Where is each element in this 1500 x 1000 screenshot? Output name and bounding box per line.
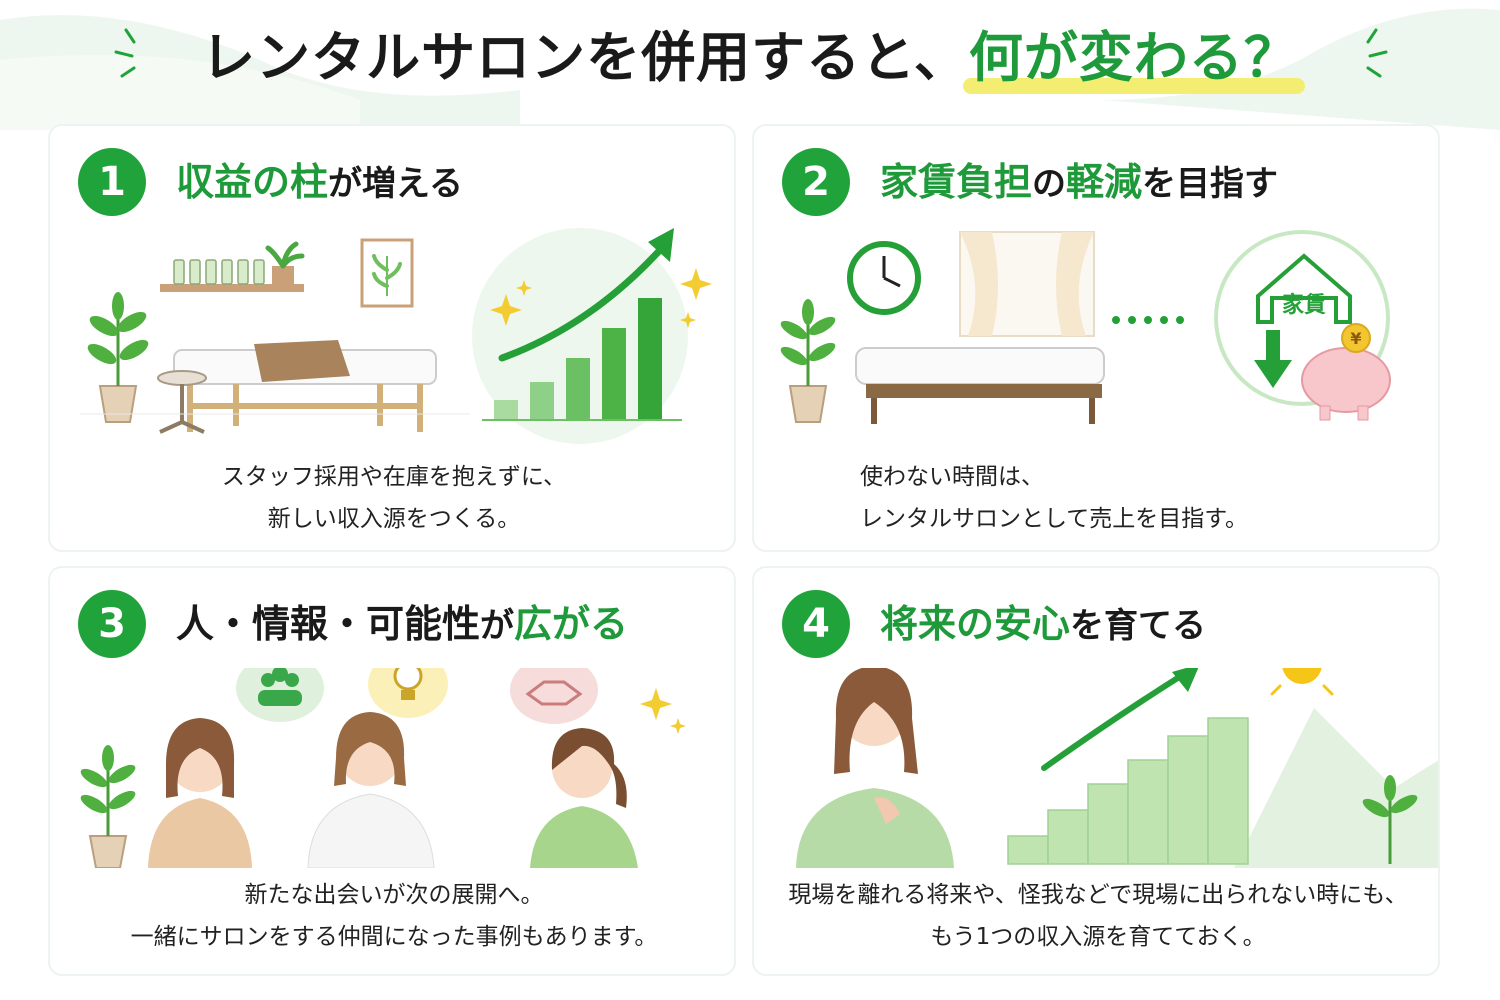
sparkle-lines-icon	[114, 28, 136, 78]
lightbulb-bubble-icon	[368, 668, 448, 718]
sparkle-lines-icon	[1366, 28, 1388, 78]
sparkle-icon	[640, 688, 686, 734]
card-title: 収益の柱が増える	[176, 156, 463, 210]
rent-illustration: 家賃 ¥	[780, 230, 1391, 424]
people-illustration	[80, 668, 686, 868]
card-description: スタッフ採用や在庫を抱えずに、 新しい収入源をつくる。	[50, 456, 734, 540]
salon-room-illustration	[80, 228, 712, 444]
card-future: 4 将来の安心を育てる	[752, 566, 1440, 976]
card-title-rest: を目指す	[1142, 164, 1279, 204]
title-main: レンタルサロンを併用すると、	[201, 26, 969, 89]
woman-icon	[148, 718, 252, 868]
card-number-badge: 4	[782, 590, 850, 658]
card-title: 将来の安心を育てる	[880, 598, 1206, 652]
bed-icon	[173, 340, 437, 432]
card-title-rest: の	[1032, 164, 1067, 204]
header-background-wave	[0, 8, 1500, 130]
dotted-line	[1112, 316, 1184, 324]
desc-line: レンタルサロンとして売上を目指す。	[860, 506, 1249, 532]
sun-icon	[1270, 668, 1334, 696]
card-title-rest: 人・情報・可能性	[176, 602, 481, 646]
card-description: 現場を離れる将来や、怪我などで現場に出られない時にも、 もう1つの収入源を育てて…	[754, 874, 1438, 958]
card-title-accent: 広がる	[514, 602, 629, 646]
desc-line: 使わない時間は、	[860, 464, 1044, 490]
page-header: レンタルサロンを併用すると、何が変わる？	[0, 18, 1500, 118]
title-accent: 何が変わる？	[962, 18, 1305, 98]
growth-chart-icon	[472, 228, 688, 444]
card-title-accent: 収益の柱	[176, 160, 329, 204]
curtain-icon	[959, 231, 1095, 337]
card-title: 家賃負担の軽減を目指す	[880, 156, 1278, 210]
card-title-rest: を育てる	[1070, 606, 1207, 646]
clock-icon	[847, 241, 921, 315]
desc-line: 新たな出会いが次の展開へ。	[244, 882, 544, 908]
bed-icon	[855, 347, 1105, 424]
handshake-bubble-icon	[510, 668, 598, 724]
woman-icon	[307, 712, 435, 868]
desc-line: スタッフ採用や在庫を抱えずに、	[221, 464, 567, 490]
shelf-bottles-icon	[160, 241, 305, 292]
card-number-badge: 3	[78, 590, 146, 658]
sparkle-icon	[490, 268, 712, 328]
card-network: 3 人・情報・可能性が広がる	[48, 566, 736, 976]
frame-icon	[360, 238, 414, 308]
plant-icon	[80, 745, 136, 868]
woman-icon	[530, 728, 638, 868]
card-title-accent: 軽減	[1066, 160, 1143, 204]
plant-icon	[780, 299, 836, 423]
card-title: 人・情報・可能性が広がる	[176, 598, 628, 652]
plant-icon	[87, 292, 149, 423]
house-label: 家賃	[1282, 292, 1326, 318]
arrow-up-icon	[1041, 668, 1199, 771]
coin-label: ¥	[1350, 329, 1361, 348]
card-title-accent: 将来の安心	[880, 602, 1071, 646]
stairs-icon	[1007, 717, 1249, 865]
future-illustration	[796, 668, 1438, 868]
page-title: レンタルサロンを併用すると、何が変わる？	[201, 18, 1305, 98]
card-description: 使わない時間は、 レンタルサロンとして売上を目指す。	[754, 456, 1438, 540]
card-title-accent: 家賃負担	[880, 160, 1033, 204]
card-title-rest: が増える	[328, 164, 463, 204]
mountain-icon	[1234, 708, 1438, 868]
stool-icon	[157, 370, 207, 434]
card-number-badge: 1	[78, 148, 146, 216]
card-description: 新たな出会いが次の展開へ。 一緒にサロンをする仲間になった事例もあります。	[50, 874, 734, 958]
card-revenue: 1 収益の柱が増える	[48, 124, 736, 552]
plant-icon	[1362, 775, 1418, 864]
woman-icon	[796, 668, 954, 868]
desc-line: 現場を離れる将来や、怪我などで現場に出られない時にも、	[788, 882, 1408, 908]
desc-line: 新しい収入源をつくる。	[267, 506, 521, 532]
card-number-badge: 2	[782, 148, 850, 216]
card-title-rest: が	[480, 606, 515, 646]
people-bubble-icon	[236, 668, 324, 722]
desc-line: もう1つの収入源を育てておく。	[930, 924, 1266, 950]
piggy-bank-icon: ¥	[1301, 323, 1391, 421]
card-rent: 2 家賃負担の軽減を目指す	[752, 124, 1440, 552]
desc-line: 一緒にサロンをする仲間になった事例もあります。	[130, 924, 658, 950]
